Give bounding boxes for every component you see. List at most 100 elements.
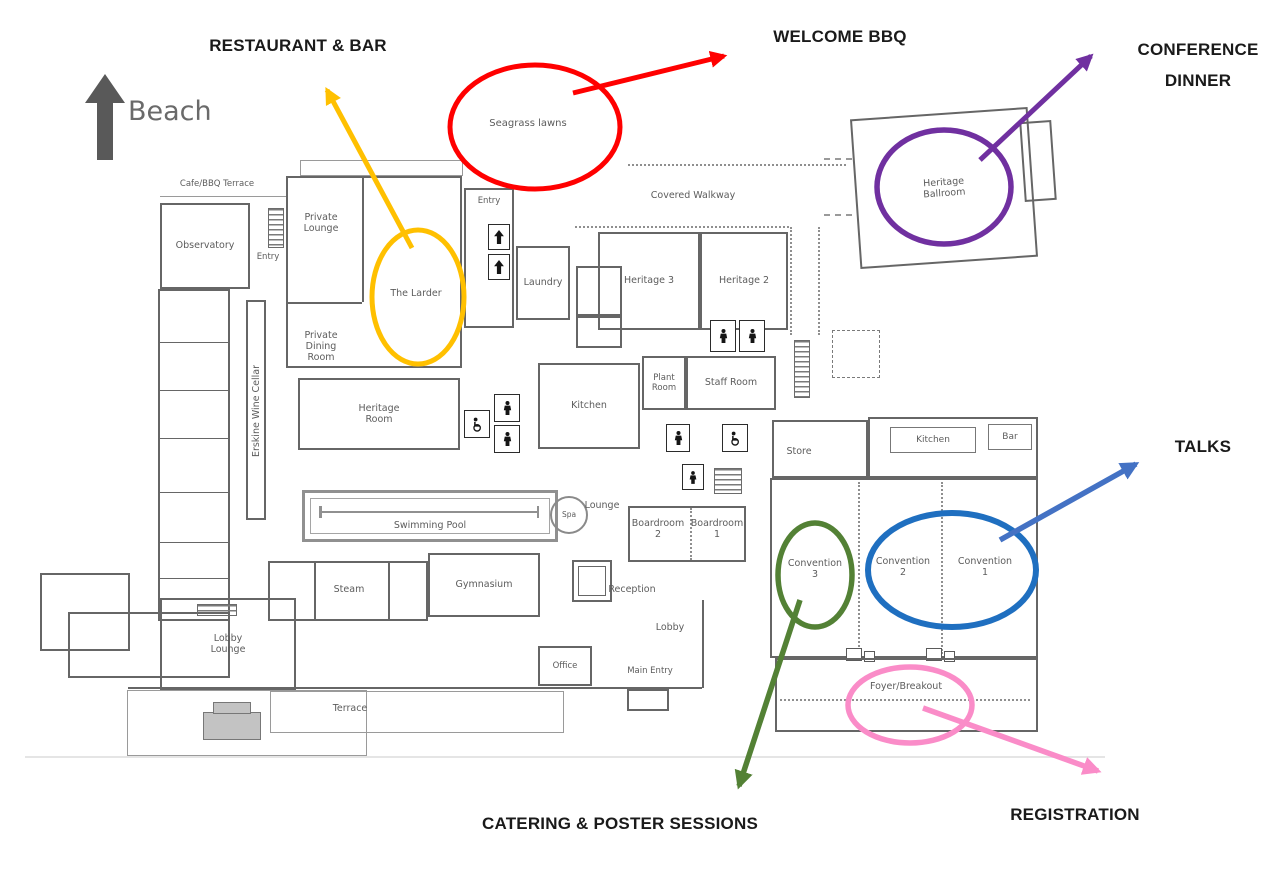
room-observatory: Observatory xyxy=(160,203,250,289)
wall-divider xyxy=(160,342,228,343)
room-label-covered-walkway: Covered Walkway xyxy=(650,190,736,201)
guest-rooms-block xyxy=(158,289,230,621)
wheelchair-icon xyxy=(472,417,481,432)
room-label-reception: Reception xyxy=(608,584,656,595)
room-label-staff-room: Staff Room xyxy=(704,377,758,389)
room-label-gymnasium: Gymnasium xyxy=(455,579,513,591)
room-kitchen: Kitchen xyxy=(538,363,640,449)
wall-divider xyxy=(314,563,316,619)
convention-divider xyxy=(941,482,943,654)
map-edge-line xyxy=(25,756,1105,758)
room-heritage-ballroom: Heritage Ballroom xyxy=(849,106,1039,270)
reception-desk-inner xyxy=(578,566,606,596)
room-heritage-room: Heritage Room xyxy=(298,378,460,450)
room-label-convention-2: Convention 2 xyxy=(875,556,931,579)
room-label-private-lounge: Private Lounge xyxy=(303,212,339,235)
room-label-foyer-breakout: Foyer/Breakout xyxy=(869,681,943,692)
wall-divider xyxy=(288,302,362,304)
welcome-bbq-arrow xyxy=(572,50,728,96)
room-lobby-lounge: Lobby Lounge xyxy=(160,598,296,690)
booth-icon xyxy=(926,648,942,661)
person-icon xyxy=(719,329,727,343)
room-label-bar: Bar xyxy=(1002,431,1018,442)
toilet-icon xyxy=(710,320,736,352)
room-label-heritage-3: Heritage 3 xyxy=(623,275,675,287)
wall-divider xyxy=(160,542,228,543)
foyer-dotted-line xyxy=(780,699,1030,701)
wall-divider xyxy=(160,578,228,579)
wall-divider xyxy=(160,492,228,493)
wine-cellar-corridor xyxy=(246,300,266,520)
walkway-dotted-line xyxy=(628,164,846,166)
room-plant-room: Plant Room xyxy=(642,356,686,410)
entrance-porch xyxy=(127,690,367,756)
person-icon xyxy=(503,401,511,415)
dashed-area xyxy=(832,330,880,378)
room-label-convention-1: Convention 1 xyxy=(957,556,1013,579)
booth-icon xyxy=(846,648,862,661)
room-laundry: Laundry xyxy=(516,246,570,320)
stairs-icon xyxy=(268,208,284,248)
room-label-private-dining-room: Private Dining Room xyxy=(304,330,338,364)
walkway-dotted-line xyxy=(575,226,789,228)
room-label-steam: Steam xyxy=(333,584,365,595)
room-heritage-3: Heritage 3 xyxy=(598,232,700,330)
up-arrow-icon xyxy=(494,230,504,244)
wheelchair-icon xyxy=(730,431,739,446)
room-label-erskine-wine-cellar: Erskine Wine Cellar xyxy=(251,364,262,458)
room-label-entry-west: Entry xyxy=(256,252,280,262)
room-staff-room: Staff Room xyxy=(686,356,776,410)
welcome-bbq-label: WELCOME BBQ xyxy=(773,27,907,46)
reception-desk xyxy=(572,560,612,602)
booth-icon xyxy=(944,651,955,662)
south-wall xyxy=(128,687,702,689)
person-icon xyxy=(748,329,756,343)
talks-label: TALKS xyxy=(1174,437,1232,456)
boardroom-divider xyxy=(690,508,692,560)
room-label-store: Store xyxy=(786,446,812,457)
stairs-icon xyxy=(714,468,742,494)
entrance-steps-icon xyxy=(203,712,261,740)
room-label-swimming-pool: Swimming Pool xyxy=(393,520,467,531)
wall-divider xyxy=(362,178,364,302)
room-label-heritage-room: Heritage Room xyxy=(358,402,400,425)
restaurant-bar-label: RESTAURANT & BAR xyxy=(209,36,387,55)
pool-lane-line xyxy=(321,511,539,513)
room-heritage-2: Heritage 2 xyxy=(700,232,788,330)
walkway-dotted-line xyxy=(818,227,820,335)
pool-lane-end xyxy=(536,506,539,518)
room-store xyxy=(772,420,868,478)
stair-arrow-icon xyxy=(488,254,510,280)
east-wall xyxy=(702,600,704,688)
room-label-heritage-ballroom: Heritage Ballroom xyxy=(922,175,966,201)
room-office: Office xyxy=(538,646,592,686)
room-label-lobby: Lobby xyxy=(655,622,685,633)
swimming-pool: Swimming Pool xyxy=(302,490,558,542)
registration-label: REGISTRATION xyxy=(1010,805,1140,824)
wall-divider xyxy=(160,390,228,391)
wall-divider xyxy=(388,563,390,619)
person-icon xyxy=(674,431,682,445)
toilet-icon xyxy=(494,425,520,453)
room-label-lounge: Lounge xyxy=(584,500,620,511)
entrance-steps-icon xyxy=(213,702,251,714)
foyer-breakout-area xyxy=(775,658,1038,732)
catering-posters-label: CATERING & POSTER SESSIONS xyxy=(482,814,758,833)
convention-service-band xyxy=(868,417,1038,478)
room-label-boardroom-1: Boardroom 1 xyxy=(690,518,744,541)
wall-divider xyxy=(160,438,228,439)
main-entry-vestibule xyxy=(627,689,669,711)
room-gymnasium: Gymnasium xyxy=(428,553,540,617)
room-bar: Bar xyxy=(988,424,1032,450)
room-label-plant-room: Plant Room xyxy=(651,372,677,393)
toilet-icon xyxy=(682,464,704,490)
toilet-icon xyxy=(666,424,690,452)
room-label-main-entry: Main Entry xyxy=(627,666,673,676)
convention-divider xyxy=(858,482,860,654)
room-label-kitchen: Kitchen xyxy=(571,400,607,412)
room-label-convention-3: Convention 3 xyxy=(787,558,843,581)
person-icon xyxy=(503,432,511,446)
room-label-the-larder: The Larder xyxy=(390,288,442,299)
terrace-wall xyxy=(160,196,286,197)
